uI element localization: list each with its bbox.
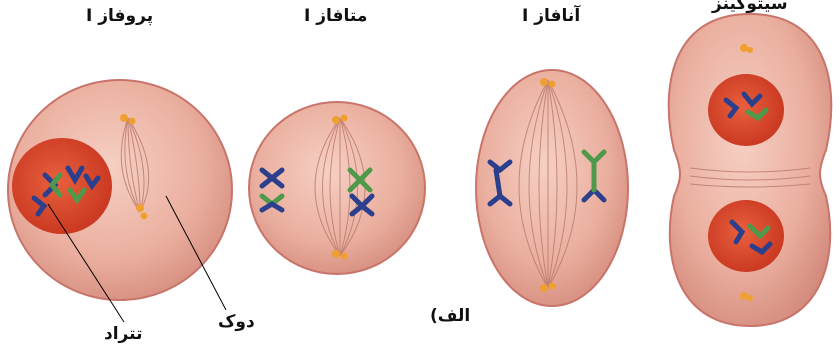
- metaphase-cell: [249, 102, 425, 274]
- anaphase-label: آنافاز I: [522, 6, 580, 26]
- panel-label: الف): [430, 306, 470, 326]
- prophase-label: پروفاز I: [86, 6, 153, 26]
- cytokinesis-body: [669, 14, 832, 326]
- anaphase-cell: [476, 70, 628, 306]
- cytokinesis-cells: [669, 14, 832, 326]
- spindle-label: دوک: [218, 312, 255, 332]
- cytokinesis-nucleus-bottom: [708, 200, 784, 272]
- prophase-nucleus: [12, 138, 112, 234]
- cytokinesis-nucleus-top: [708, 74, 784, 146]
- cytokinesis-label: سیتوکینز: [712, 0, 788, 14]
- prophase-cell: [8, 80, 232, 300]
- tetrad-label: تتراد: [104, 324, 142, 344]
- metaphase-label: متافاز I: [304, 6, 367, 26]
